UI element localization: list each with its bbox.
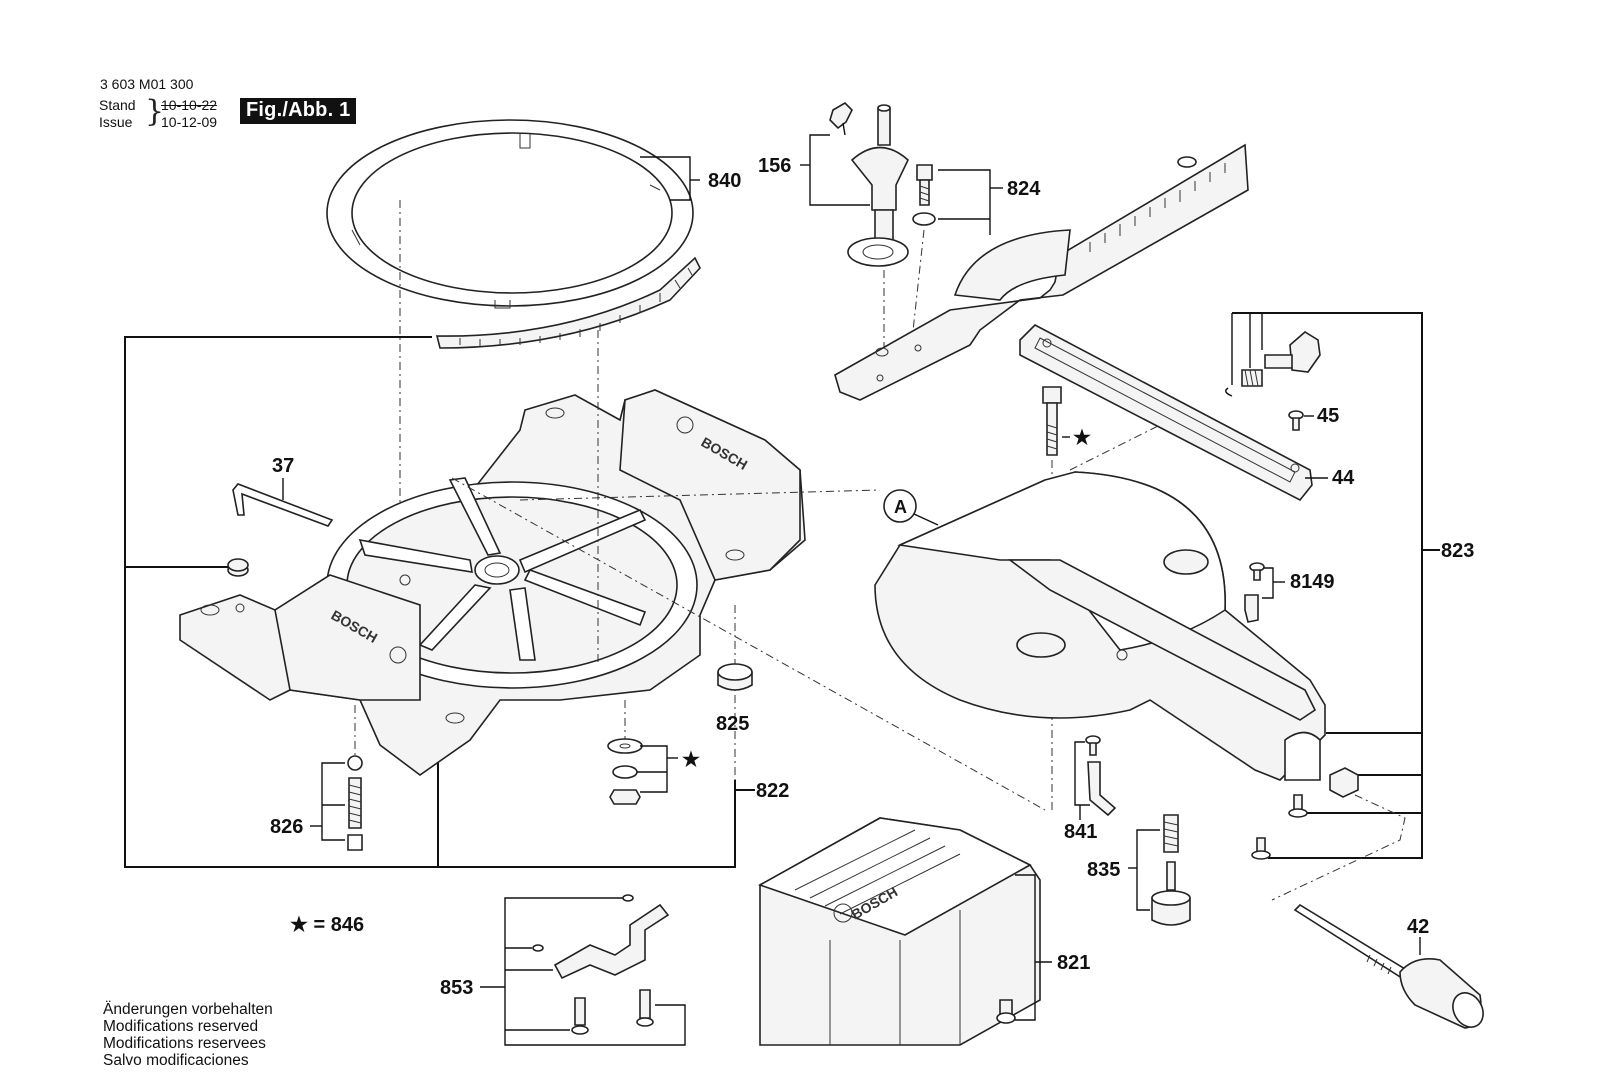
square-nut — [1329, 767, 1359, 798]
part-label-825: 825 — [716, 713, 749, 735]
star-note: ★ = 846 — [290, 914, 364, 936]
saw-base: BOSCH BOSCH — [179, 389, 806, 776]
issue-date: 10-12-09 — [161, 114, 218, 130]
star-marker-washers: ★ — [682, 749, 700, 771]
part-label-823: 823 — [1441, 540, 1474, 562]
knob-156 — [829, 101, 909, 267]
part-label-45: 45 — [1317, 405, 1339, 427]
lock-knob-assembly — [1225, 331, 1321, 397]
angle-ring-840 — [326, 119, 701, 349]
cover-821: BOSCH — [758, 817, 1041, 1046]
screw-824 — [912, 164, 936, 226]
washer-stack-846 — [607, 738, 643, 805]
screw-45 — [1288, 410, 1304, 431]
notice-en: Modifications reserved — [103, 1018, 259, 1035]
nut-base — [227, 558, 249, 577]
part-label-822: 822 — [756, 780, 789, 802]
clip-8149 — [1244, 562, 1265, 623]
spring-foot-835 — [1151, 814, 1191, 926]
part-label-42: 42 — [1407, 916, 1429, 938]
callout-label-a: A — [894, 497, 907, 517]
rubber-foot-825 — [717, 663, 753, 691]
part-label-826: 826 — [270, 816, 303, 838]
screw-lower-1 — [1288, 794, 1308, 818]
document-number: 3 603 M01 300 — [100, 76, 194, 92]
part-label-37: 37 — [272, 455, 294, 477]
part-label-824: 824 — [1007, 178, 1041, 200]
part-label-44: 44 — [1332, 467, 1355, 489]
star-marker-bolt: ★ — [1073, 427, 1091, 449]
callout-circle-a — [883, 489, 917, 523]
spring-pin-826 — [347, 755, 363, 851]
modifications-notice: Änderungen vorbehalten Modifications res… — [103, 1001, 273, 1069]
screw-cover — [996, 999, 1016, 1024]
upper-fence — [834, 143, 1249, 401]
part-label-156: 156 — [758, 155, 791, 177]
issue-label: Issue — [99, 114, 133, 130]
part-label-841: 841 — [1064, 821, 1097, 843]
handle-42 — [1293, 903, 1484, 1029]
turntable — [874, 471, 1326, 781]
brace-glyph: } — [145, 94, 165, 129]
part-label-821: 821 — [1057, 952, 1090, 974]
figure-label: Fig./Abb. 1 — [240, 98, 357, 124]
notice-es: Salvo modificaciones — [103, 1052, 249, 1069]
lever-853 — [532, 894, 670, 1035]
notice-fr: Modifications reservees — [103, 1035, 266, 1052]
part-label-840: 840 — [708, 170, 741, 192]
part-label-8149: 8149 — [1290, 571, 1335, 593]
rail-44 — [1019, 324, 1313, 502]
screw-lower-2 — [1251, 837, 1271, 860]
stand-label: Stand — [99, 97, 136, 113]
notice-de: Änderungen vorbehalten — [103, 1001, 273, 1018]
part-label-853: 853 — [440, 977, 473, 999]
hex-key-37 — [232, 483, 334, 527]
part-label-835: 835 — [1087, 859, 1120, 881]
bolt-846 — [1042, 386, 1062, 456]
bracket-841 — [1085, 735, 1117, 817]
stand-date: 10-10-22 — [161, 97, 218, 113]
